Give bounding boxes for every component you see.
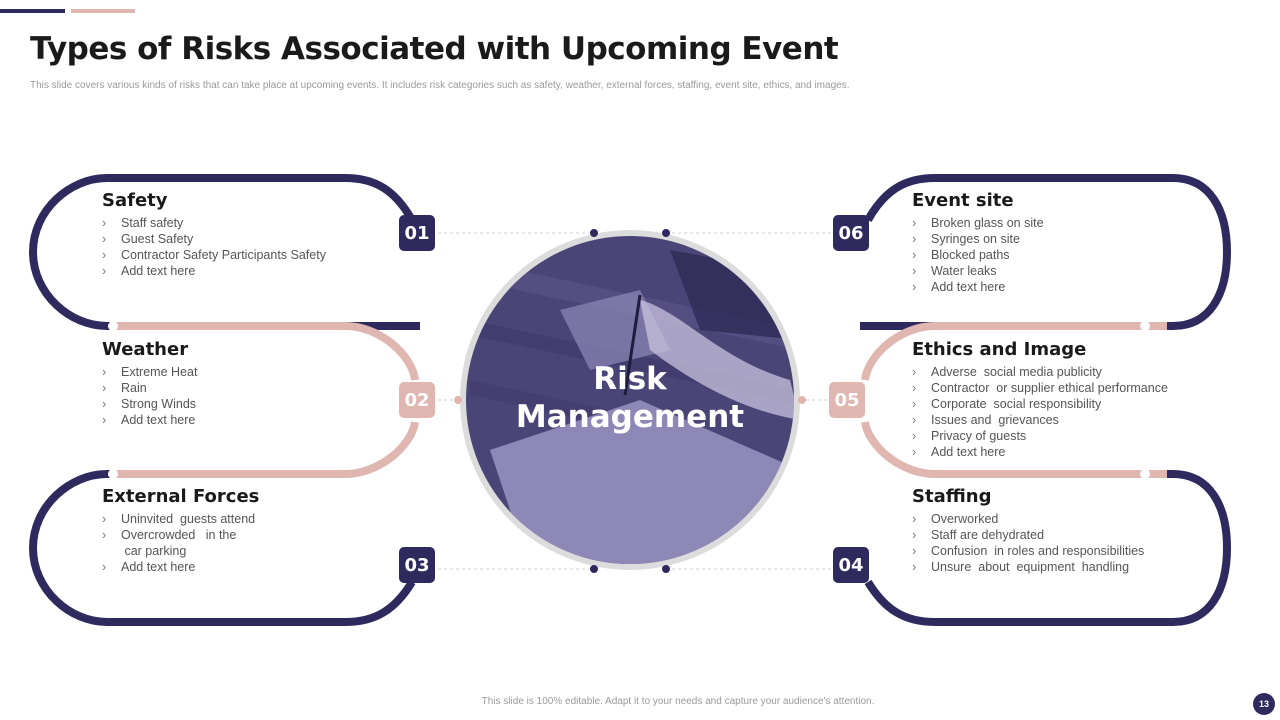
list-item: Add text here	[102, 412, 197, 428]
section-title: Ethics and Image	[912, 339, 1087, 360]
list-item: Add text here	[102, 559, 259, 575]
band-staffing	[864, 470, 1232, 626]
section-weather: Weather Extreme Heat Rain Strong Winds A…	[102, 339, 197, 428]
section-external-forces: External Forces Uninvited guests attend …	[102, 486, 259, 575]
list-item: Guest Safety	[102, 231, 326, 247]
section-staffing: Staffing Overworked Staff are dehydrated…	[912, 486, 1144, 575]
badge-03: 03	[399, 547, 435, 583]
badge-04: 04	[833, 547, 869, 583]
section-title: External Forces	[102, 486, 260, 507]
list-item: Overworked	[912, 511, 1144, 527]
section-event-site: Event site Broken glass on site Syringes…	[912, 190, 1044, 295]
list-item: Strong Winds	[102, 396, 197, 412]
bullet-list: Adverse social media publicity Contracto…	[912, 364, 1168, 460]
badge-01: 01	[399, 215, 435, 251]
list-item: Rain	[102, 380, 197, 396]
list-item: Water leaks	[912, 263, 1044, 279]
list-item: Confusion in roles and responsibilities	[912, 543, 1144, 559]
list-item: Add text here	[912, 444, 1168, 460]
list-item: Adverse social media publicity	[912, 364, 1168, 380]
list-item: Staff safety	[102, 215, 326, 231]
list-item: Broken glass on site	[912, 215, 1044, 231]
slide-subtitle: This slide covers various kinds of risks…	[30, 80, 850, 91]
bullet-list: Uninvited guests attend Overcrowded in t…	[102, 511, 259, 575]
list-item: Uninvited guests attend	[102, 511, 259, 527]
section-title: Staffing	[912, 486, 992, 507]
list-item: Add text here	[912, 279, 1044, 295]
list-item: Extreme Heat	[102, 364, 197, 380]
list-item: Staff are dehydrated	[912, 527, 1144, 543]
section-title: Safety	[102, 190, 168, 211]
band-weather	[113, 322, 419, 478]
slide-title: Types of Risks Associated with Upcoming …	[30, 31, 839, 67]
band-eventsite	[860, 174, 1232, 330]
list-item: Syringes on site	[912, 231, 1044, 247]
bullet-list: Extreme Heat Rain Strong Winds Add text …	[102, 364, 197, 428]
list-item: Issues and grievances	[912, 412, 1168, 428]
list-item: Add text here	[102, 263, 326, 279]
list-item: Unsure about equipment handling	[912, 559, 1144, 575]
list-item: Blocked paths	[912, 247, 1044, 263]
section-safety: Safety Staff safety Guest Safety Contrac…	[102, 190, 326, 279]
top-accent-bar-pink	[71, 9, 135, 13]
bullet-list: Staff safety Guest Safety Contractor Saf…	[102, 215, 326, 279]
list-item: Contractor or supplier ethical performan…	[912, 380, 1168, 396]
list-item: Corporate social responsibility	[912, 396, 1168, 412]
list-item: Overcrowded in the car parking	[102, 527, 259, 559]
bullet-list: Broken glass on site Syringes on site Bl…	[912, 215, 1044, 295]
section-title: Weather	[102, 339, 189, 360]
footer-note: This slide is 100% editable. Adapt it to…	[481, 696, 875, 707]
band-external	[28, 470, 416, 626]
list-item: Contractor Safety Participants Safety	[102, 247, 326, 263]
center-label: Risk Management	[465, 360, 795, 436]
list-item: Privacy of guests	[912, 428, 1168, 444]
top-accent-bar-dark	[0, 9, 65, 13]
page-number: 13	[1253, 693, 1275, 715]
badge-05: 05	[829, 382, 865, 418]
badge-02: 02	[399, 382, 435, 418]
band-safety	[28, 174, 420, 330]
section-ethics-and-image: Ethics and Image Adverse social media pu…	[912, 339, 1168, 460]
band-ethics	[861, 322, 1167, 478]
bullet-list: Overworked Staff are dehydrated Confusio…	[912, 511, 1144, 575]
section-title: Event site	[912, 190, 1014, 211]
center-label-line2: Management	[515, 399, 745, 435]
center-photo	[466, 236, 794, 564]
badge-06: 06	[833, 215, 869, 251]
center-label-line1: Risk	[593, 361, 667, 397]
